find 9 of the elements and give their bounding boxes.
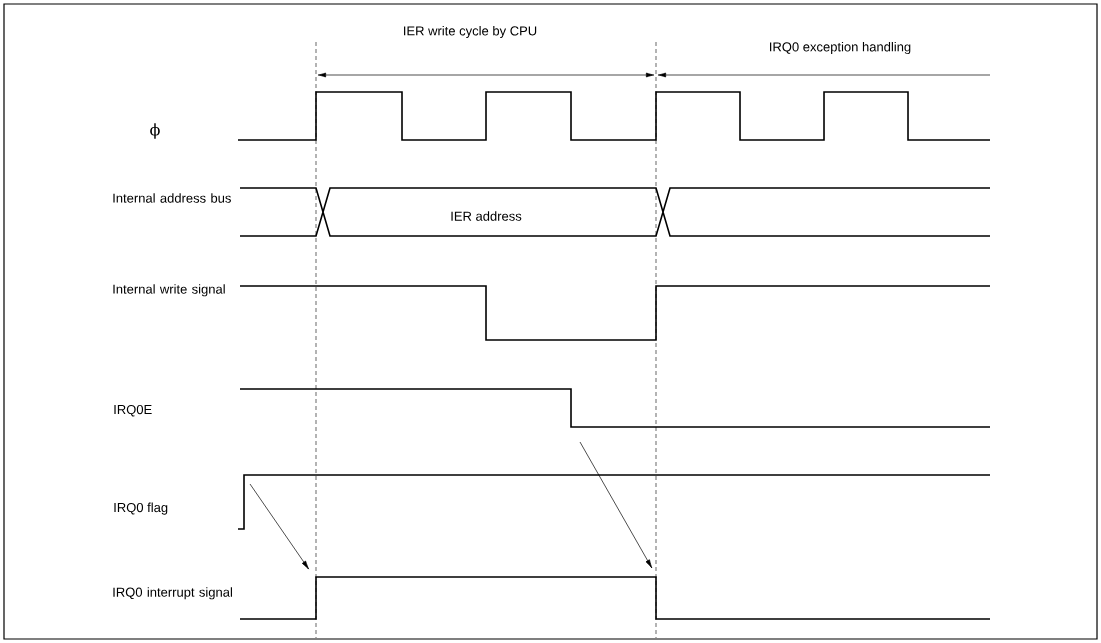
signal-label: IRQ0 flag (114, 502, 168, 515)
signal-label: IRQ0E (114, 404, 152, 417)
signal-label: Internal write signal (113, 284, 225, 297)
bus-value-label: IER address (451, 211, 522, 221)
signal-label: Internal address bus (113, 193, 231, 203)
signal-label: IRQ0 interrupt signal (113, 587, 232, 600)
signal-label: ϕ (150, 123, 160, 139)
span-label: IRQ0 exception handling (770, 41, 911, 55)
span-label: IER write cycle by CPU (404, 25, 537, 39)
